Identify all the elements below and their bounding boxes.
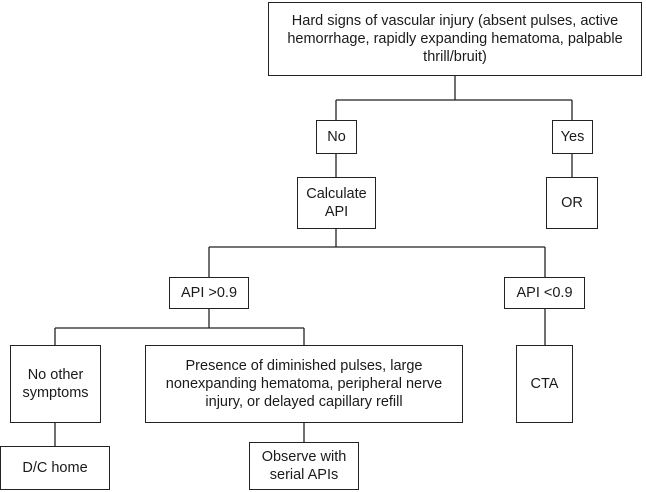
calculate-api-text: Calculate API	[306, 186, 367, 220]
no-other-symptoms-box: No other symptoms	[10, 345, 101, 423]
dc-home-box: D/C home	[0, 446, 110, 490]
presence-text: Presence of diminished pulses, large non…	[165, 358, 443, 410]
api-less-box: API <0.9	[504, 277, 585, 309]
hard-signs-text: Hard signs of vascular injury (absent pu…	[287, 13, 623, 65]
hard-signs-box: Hard signs of vascular injury (absent pu…	[268, 2, 642, 76]
api-less-text: API <0.9	[516, 285, 573, 301]
or-text: OR	[561, 195, 583, 211]
presence-box: Presence of diminished pulses, large non…	[145, 345, 463, 423]
cta-box: CTA	[516, 345, 573, 423]
yes-box: Yes	[552, 120, 593, 154]
observe-box: Observe with serial APIs	[249, 442, 359, 490]
cta-text: CTA	[530, 376, 559, 392]
calculate-api-box: Calculate API	[297, 177, 376, 229]
no-box: No	[316, 120, 357, 154]
dc-home-text: D/C home	[22, 460, 88, 476]
observe-text: Observe with serial APIs	[261, 449, 347, 483]
api-greater-text: API >0.9	[180, 285, 238, 301]
yes-text: Yes	[560, 129, 585, 145]
no-text: No	[327, 129, 346, 145]
api-greater-box: API >0.9	[169, 277, 249, 309]
no-other-symptoms-text: No other symptoms	[22, 367, 89, 401]
or-box: OR	[546, 177, 598, 229]
